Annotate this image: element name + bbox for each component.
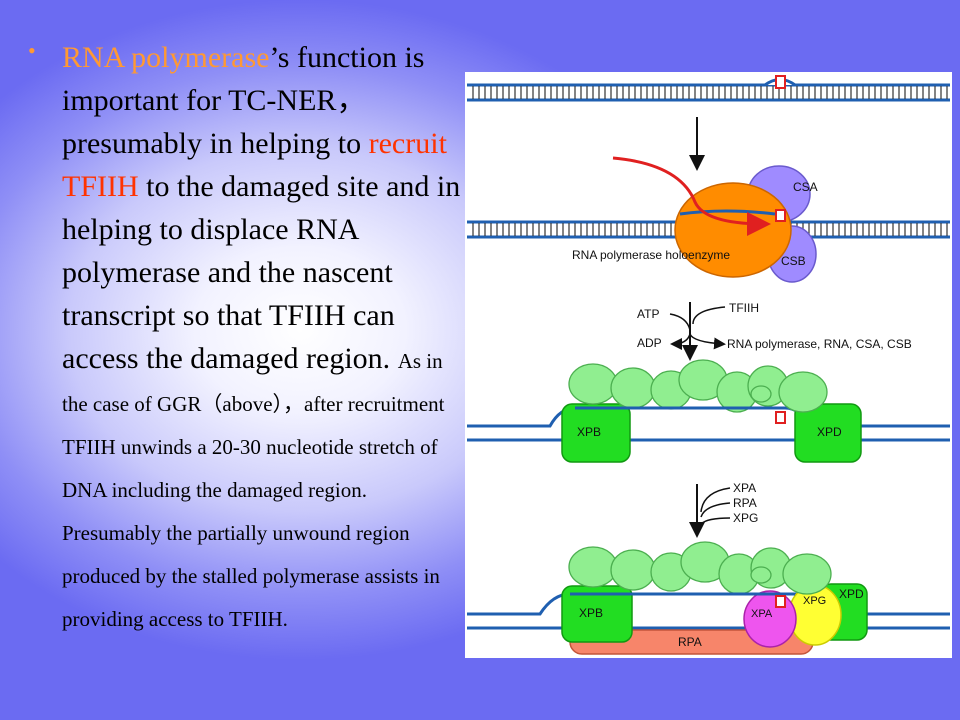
transition-xpa-rpa-xpg: XPA RPA XPG <box>689 481 758 538</box>
label-rpa-2: RPA <box>678 635 702 649</box>
tc-ner-svg: CSA CSB RNA polymerase holoenzyme ATP AD… <box>467 75 950 655</box>
transition-tfiih: ATP ADP TFIIH RNA polymerase, RNA, CSA, … <box>637 301 912 361</box>
tfiih-core-subunits <box>568 359 828 413</box>
label-xpg-incoming: XPG <box>733 511 758 525</box>
main-paragraph: RNA polymerase’s function is important f… <box>62 36 468 638</box>
label-adp: ADP <box>637 336 662 350</box>
tfiih-core-subunits-2 <box>568 541 832 595</box>
slide-text-block: • RNA polymerase’s function is important… <box>28 36 468 638</box>
label-tfiih: TFIIH <box>729 301 759 315</box>
label-rpa-incoming: RPA <box>733 496 757 510</box>
label-atp: ATP <box>637 307 659 321</box>
xpd-helicase <box>794 403 862 463</box>
label-csa: CSA <box>793 180 818 194</box>
text-ggr-details: As in the case of GGR（above），after recru… <box>62 349 445 631</box>
lesion-marker <box>775 75 786 89</box>
text-damaged-site: to the damaged site and in helping to di… <box>62 170 461 375</box>
dna-stage-4: XPB XPA XPG XPD RPA <box>467 541 950 655</box>
text-recruit-tfiih: recruit TFIIH <box>62 127 447 203</box>
xpg-protein <box>788 584 842 646</box>
lesion-marker-2 <box>775 209 786 222</box>
label-released: RNA polymerase, RNA, CSA, CSB <box>727 337 912 351</box>
text-rna-polymerase: RNA polymerase <box>62 41 270 74</box>
label-csb: CSB <box>781 254 806 268</box>
label-xpa-incoming: XPA <box>733 481 756 495</box>
label-holoenzyme: RNA polymerase holoenzyme <box>572 248 730 262</box>
label-xpb-2: XPB <box>579 606 603 620</box>
label-xpg-2: XPG <box>803 595 826 607</box>
lesion-marker-4 <box>775 595 786 608</box>
label-xpa-2: XPA <box>751 608 773 620</box>
bullet-marker: • <box>28 38 36 63</box>
label-xpd-2: XPD <box>839 587 864 601</box>
dna-stage-1 <box>467 75 950 102</box>
label-xpd: XPD <box>817 425 842 439</box>
text-function-intro: ’s function is important for TC-NER，pres… <box>62 41 425 160</box>
lesion-marker-3 <box>775 411 786 424</box>
label-xpb: XPB <box>577 425 601 439</box>
rna-polymerase-holoenzyme <box>674 182 792 278</box>
tc-ner-diagram: CSA CSB RNA polymerase holoenzyme ATP AD… <box>465 72 952 658</box>
dna-stage-3: XPB XPD <box>467 359 950 463</box>
nascent-rna <box>612 156 771 236</box>
dna-stage-2: CSA CSB RNA polymerase holoenzyme <box>467 156 950 283</box>
